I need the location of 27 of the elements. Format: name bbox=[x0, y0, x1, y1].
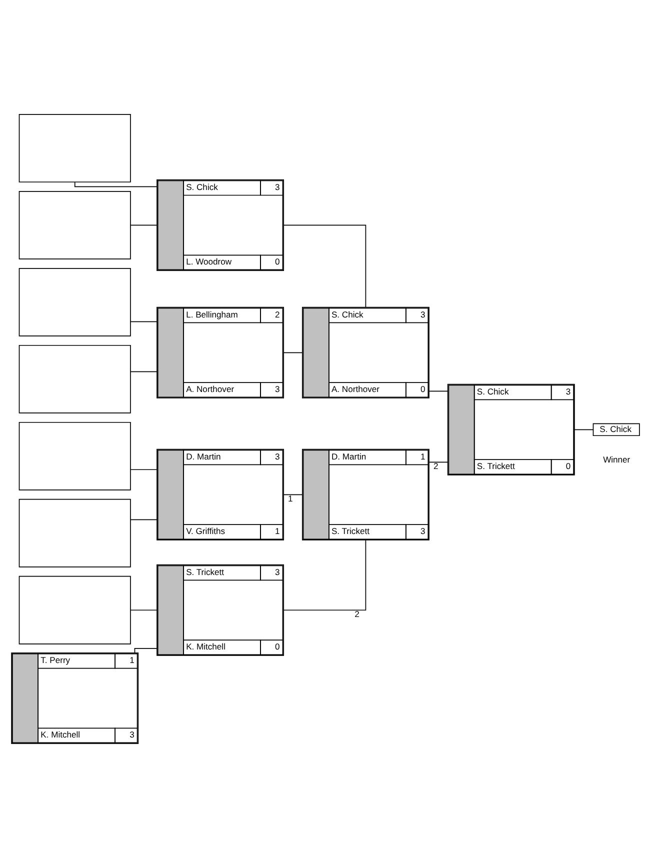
connector bbox=[130, 320, 158, 322]
connector bbox=[283, 352, 303, 353]
node-box bbox=[18, 498, 131, 567]
node-box bbox=[18, 190, 131, 259]
connector bbox=[283, 539, 366, 610]
node-box bbox=[18, 575, 131, 644]
connector bbox=[74, 181, 158, 187]
connector bbox=[428, 461, 448, 462]
connector bbox=[283, 494, 303, 495]
connector bbox=[283, 224, 366, 307]
edge-label: 2 bbox=[354, 608, 360, 618]
connector bbox=[574, 428, 594, 430]
node-label: Winner bbox=[603, 454, 630, 464]
connector bbox=[134, 647, 158, 653]
connector bbox=[130, 370, 158, 372]
node-box bbox=[18, 114, 131, 182]
connector bbox=[130, 224, 158, 226]
connector bbox=[130, 518, 158, 520]
node-box bbox=[18, 421, 131, 490]
node-box bbox=[18, 267, 131, 336]
edge-label: 1 bbox=[288, 492, 293, 503]
edge-label: 2 bbox=[433, 460, 438, 470]
node-box bbox=[18, 344, 131, 413]
connector bbox=[130, 468, 158, 470]
connector bbox=[428, 390, 448, 392]
node-box: S. Chick bbox=[592, 422, 640, 436]
connector bbox=[130, 609, 158, 610]
